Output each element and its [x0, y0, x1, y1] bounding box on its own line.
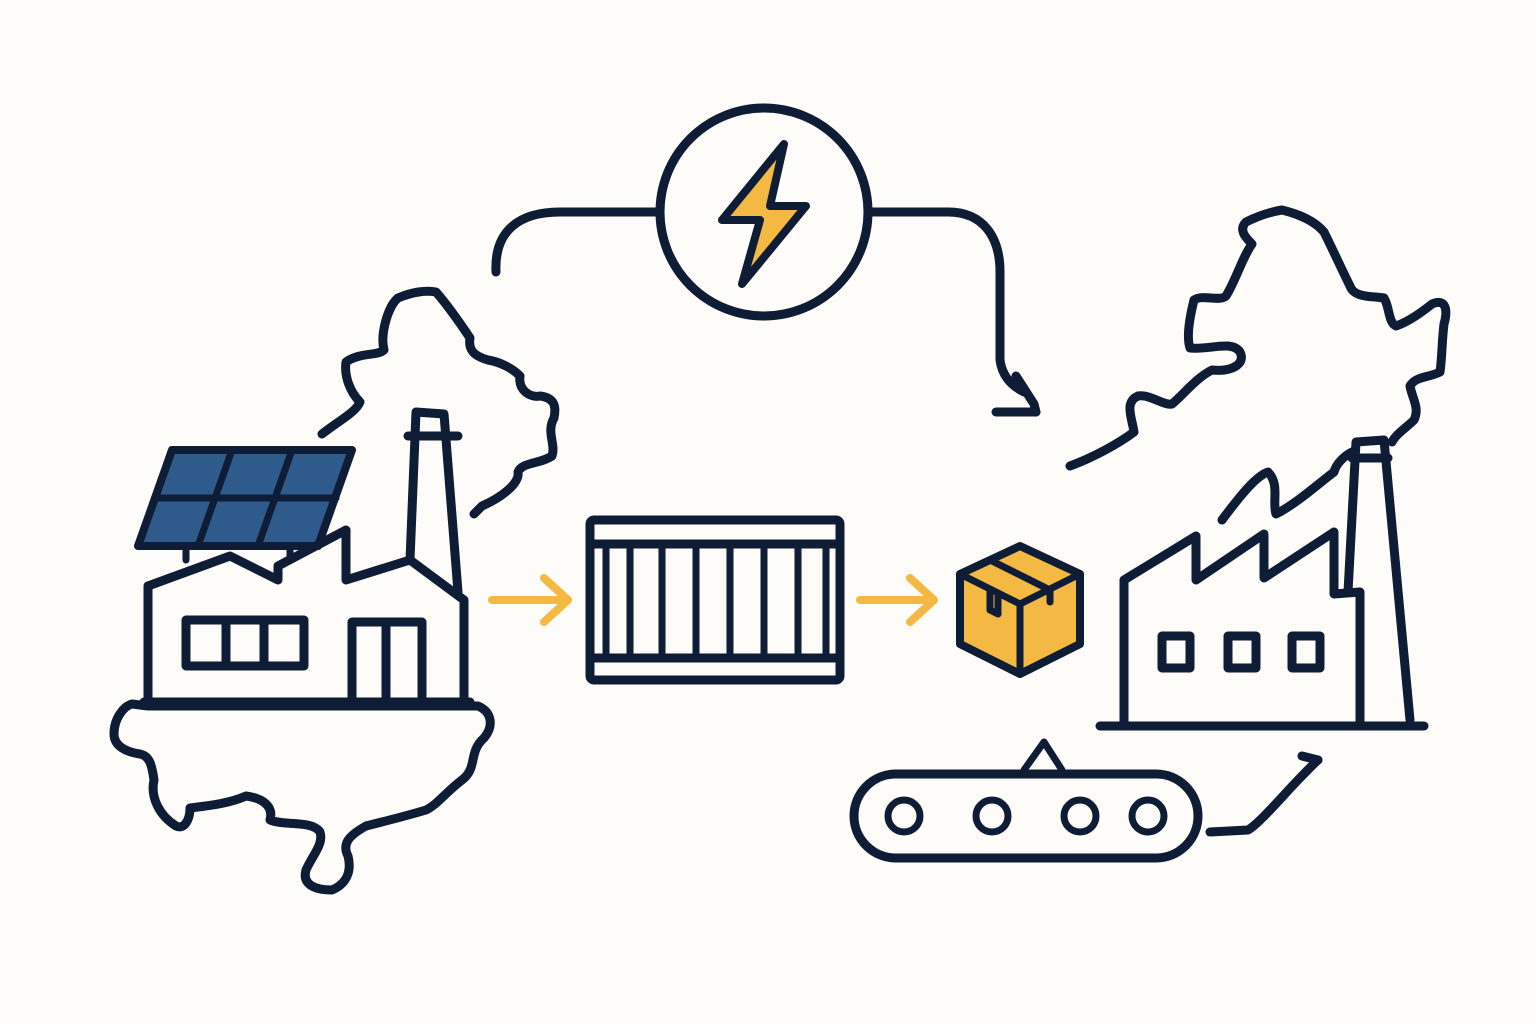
solar-panel-icon [134, 446, 356, 564]
origin-factory-icon [139, 407, 475, 707]
lightning-bolt-icon [655, 103, 873, 321]
origin-region-map [109, 286, 560, 895]
energy-loop-connector [491, 207, 1041, 417]
conveyor-belt-icon [849, 738, 1323, 863]
shipping-container-icon [585, 515, 845, 685]
flow-arrow-right-2 [856, 574, 938, 626]
destination-factory-icon [1095, 435, 1429, 731]
flow-arrow-right-1 [488, 574, 572, 626]
package-box-icon [956, 542, 1084, 678]
destination-region-map [1065, 205, 1451, 471]
